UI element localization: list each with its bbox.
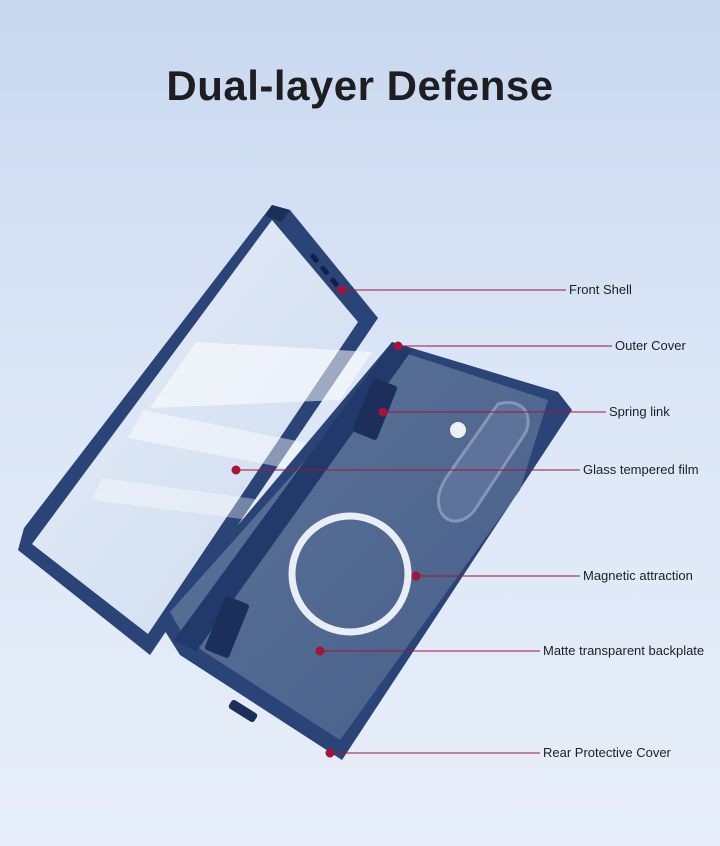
flash-hole bbox=[450, 422, 466, 438]
dot-magnetic bbox=[411, 571, 421, 581]
magnetic-ring bbox=[288, 512, 412, 636]
callout-glass-tempered-film: Glass tempered film bbox=[583, 462, 699, 477]
camera-cutout bbox=[436, 401, 530, 523]
callout-front-shell: Front Shell bbox=[569, 282, 632, 297]
page-title: Dual-layer Defense bbox=[166, 62, 554, 109]
spring-link-bottom bbox=[204, 596, 250, 658]
dot-spring-link bbox=[378, 407, 388, 417]
dot-outer-cover bbox=[393, 341, 403, 351]
glass-screen bbox=[32, 220, 358, 634]
callout-magnetic-attraction: Magnetic attraction bbox=[583, 568, 693, 583]
callout-lines bbox=[231, 285, 612, 758]
callout-spring-link: Spring link bbox=[609, 404, 670, 419]
callout-matte-transparent-backplate: Matte transparent backplate bbox=[543, 643, 705, 658]
matte-backplate bbox=[170, 352, 548, 740]
dot-backplate bbox=[315, 646, 325, 656]
dot-rear-cover bbox=[325, 748, 335, 758]
dot-glass-film bbox=[231, 465, 241, 475]
rear-case-part bbox=[158, 342, 572, 760]
callout-outer-cover: Outer Cover bbox=[615, 338, 686, 353]
spring-link-top bbox=[352, 378, 398, 440]
front-shell-part bbox=[18, 205, 378, 655]
callout-rear-protective-cover: Rear Protective Cover bbox=[543, 745, 671, 760]
dot-front-shell bbox=[337, 285, 347, 295]
